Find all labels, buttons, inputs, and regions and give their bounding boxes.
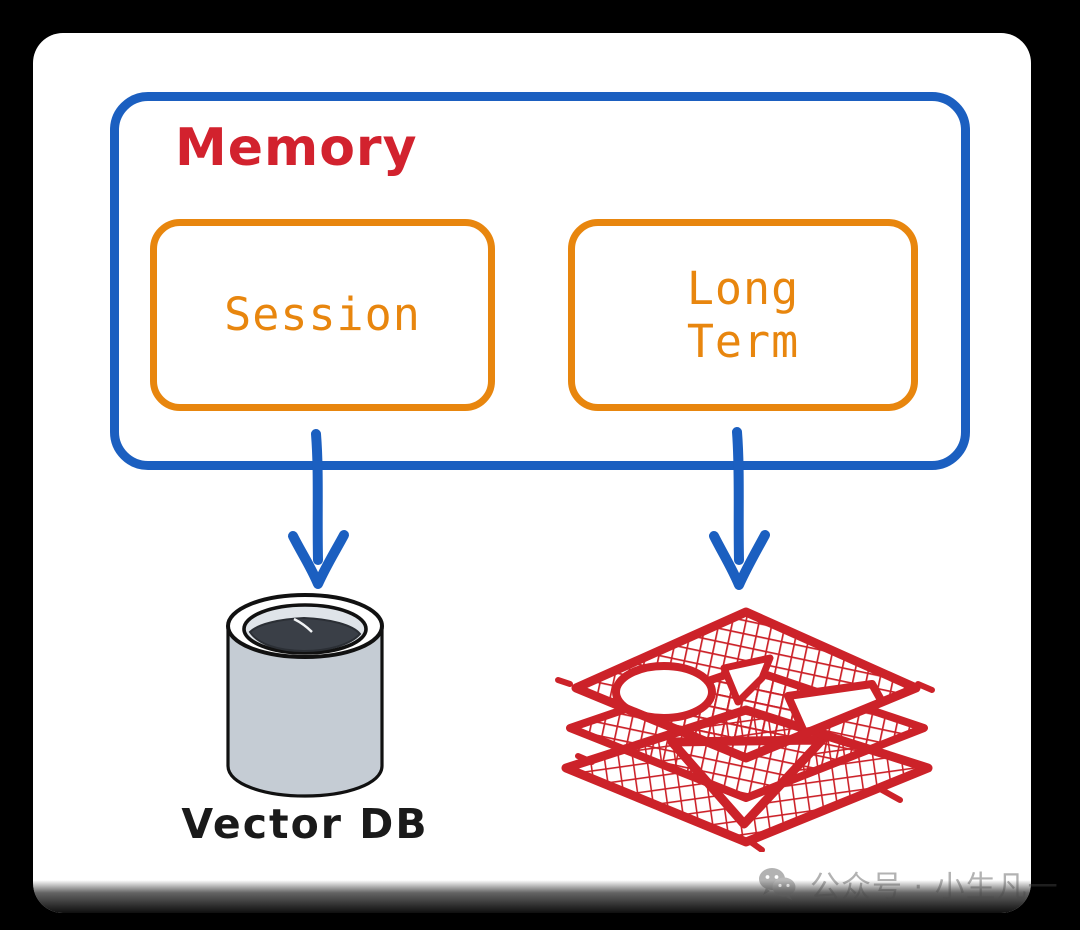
- long-term-memory-box[interactable]: Long Term: [568, 219, 918, 411]
- session-memory-box[interactable]: Session: [150, 219, 495, 411]
- memory-container: [110, 92, 970, 470]
- layered-mesh-graph-icon: [555, 607, 935, 852]
- long-term-memory-label: Long Term: [686, 261, 800, 368]
- vector-db-label: Vector DB: [181, 800, 429, 848]
- arrow-session-to-vector-db: [288, 429, 349, 589]
- session-memory-label: Session: [224, 288, 421, 342]
- arrow-long-term-to-knowledge-graph: [709, 427, 770, 590]
- memory-title: Memory: [175, 118, 418, 178]
- cylinder-database-icon: [226, 593, 384, 798]
